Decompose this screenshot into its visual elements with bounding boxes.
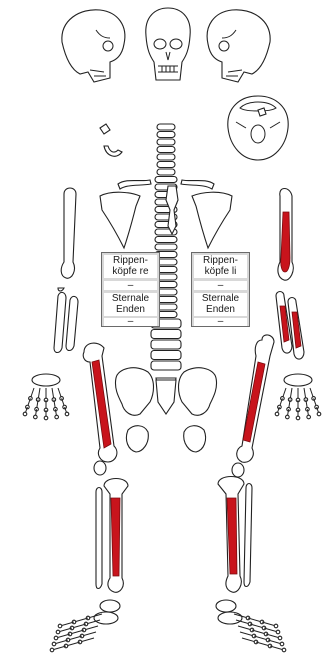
label-box-right-ribs: Rippen- köpfe re – Sternale Enden –	[101, 252, 160, 327]
vertebra	[155, 237, 177, 243]
ribs-title: Rippen-	[194, 255, 247, 266]
vertebra	[157, 124, 175, 130]
joint	[282, 648, 286, 652]
ribs-subtitle: köpfe li	[194, 266, 247, 277]
right-femur	[83, 343, 117, 462]
sternal-dash: –	[194, 318, 247, 326]
vertebra	[157, 139, 175, 145]
vertebra	[155, 177, 177, 183]
sternal-title: Sternale	[194, 293, 247, 304]
joint	[278, 636, 282, 640]
joint	[56, 630, 60, 634]
vertebra	[151, 330, 181, 339]
vertebra	[151, 361, 181, 370]
skull-frontal	[146, 8, 190, 80]
left-leg-lower	[218, 477, 252, 593]
joint	[23, 412, 27, 416]
patellae	[94, 461, 244, 477]
vertebra	[151, 351, 181, 360]
carpals	[32, 374, 60, 386]
joint	[52, 642, 56, 646]
ribs-subtitle: köpfe re	[104, 266, 157, 277]
joint	[44, 416, 48, 420]
joint	[34, 415, 38, 419]
joint	[274, 624, 278, 628]
tarsals	[216, 600, 236, 612]
vertebra	[151, 340, 181, 349]
sternal-ends-cell: Sternale Enden	[104, 293, 157, 316]
joint	[275, 412, 279, 416]
ribs-heads-cell: Rippen- köpfe li	[194, 255, 247, 278]
vertebra	[155, 244, 177, 250]
sternal-ends-cell: Sternale Enden	[194, 293, 247, 316]
joint	[55, 415, 59, 419]
right-forearm	[54, 292, 78, 352]
sternal-subtitle: Enden	[104, 304, 157, 315]
joint	[286, 415, 290, 419]
vertebra	[157, 162, 175, 168]
vertebra	[157, 169, 175, 175]
skull-right-lateral	[62, 10, 125, 82]
vertebra	[157, 154, 175, 160]
left-humerus	[278, 189, 293, 281]
right-leg-lower	[96, 479, 128, 593]
tarsals	[100, 600, 120, 612]
right-foot	[50, 600, 120, 652]
joint	[307, 415, 311, 419]
sternal-title: Sternale	[104, 293, 157, 304]
joint	[280, 642, 284, 646]
calcaneus	[94, 612, 118, 624]
joint	[54, 636, 58, 640]
ribs-heads-cell: Rippen- köpfe re	[104, 255, 157, 278]
joint	[296, 416, 300, 420]
skull-base	[228, 96, 288, 160]
ribs-dash: –	[104, 281, 157, 290]
left-hand	[275, 374, 321, 420]
pelvis	[115, 368, 216, 452]
joint	[50, 648, 54, 652]
calcaneus	[218, 612, 242, 624]
sternal-subtitle: Enden	[194, 304, 247, 315]
ribs-dash: –	[194, 281, 247, 290]
joint	[276, 630, 280, 634]
left-foot	[216, 600, 286, 652]
right-hand	[23, 374, 69, 420]
sternal-dash: –	[104, 318, 157, 326]
vertebra	[157, 132, 175, 138]
right-humerus-outline	[61, 188, 76, 278]
ribs-small	[58, 288, 64, 291]
left-femur	[237, 335, 274, 462]
joint	[65, 412, 69, 416]
skull-left-lateral	[207, 10, 270, 82]
joint	[317, 412, 321, 416]
vertebra	[157, 147, 175, 153]
joint	[58, 624, 62, 628]
ribs-title: Rippen-	[104, 255, 157, 266]
carpals	[284, 374, 312, 386]
label-box-left-ribs: Rippen- köpfe li – Sternale Enden –	[191, 252, 250, 327]
